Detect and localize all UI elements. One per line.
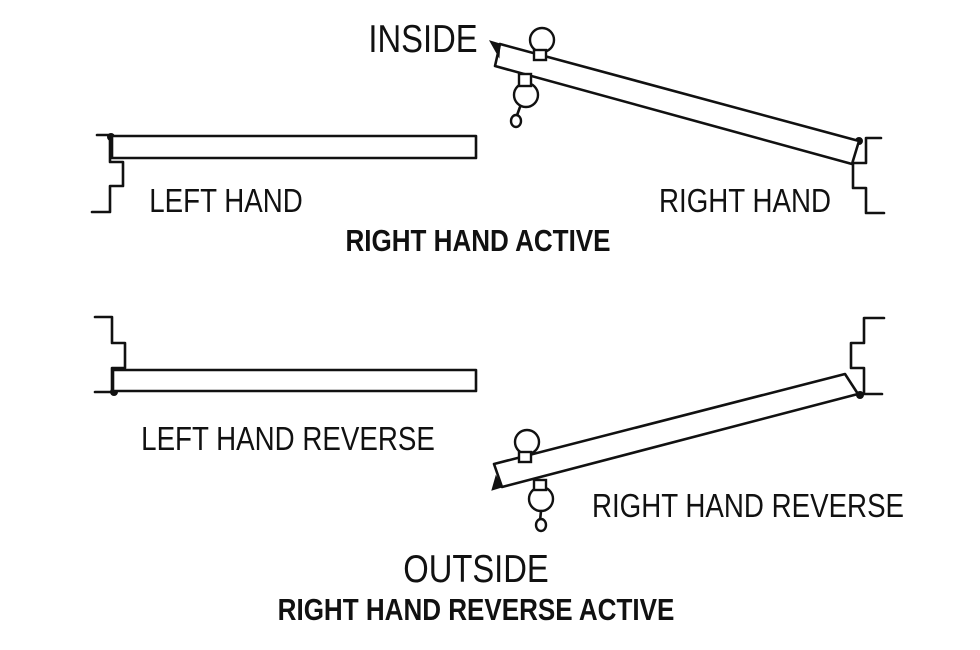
top-right-door-frame [851, 136, 886, 215]
top-caption: RIGHT HAND ACTIVE [345, 224, 610, 259]
top-left-door-leaf [110, 134, 478, 160]
right-hand-label: RIGHT HAND [659, 183, 831, 220]
right-hand-reverse-label: RIGHT HAND REVERSE [592, 488, 904, 525]
left-hand-reverse-label: LEFT HAND REVERSE [141, 421, 435, 458]
bottom-right-door-frame [849, 316, 886, 396]
inside-label: INSIDE [368, 16, 477, 60]
bottom-diagram: LEFT HAND REVERSE RIGHT HAND REVERSE OUT… [93, 315, 904, 628]
bottom-right-door-leaf [492, 372, 860, 489]
bottom-left-door-leaf [111, 368, 478, 393]
bottom-caption: RIGHT HAND REVERSE ACTIVE [278, 593, 675, 628]
top-right-door-leaf [493, 42, 861, 166]
top-door-lever-icon [509, 26, 556, 129]
left-hand-label: LEFT HAND [149, 183, 302, 220]
top-diagram: INSIDE LEFT HAND RIGHT HAND RIGHT HAND A… [90, 16, 886, 259]
bottom-door-lever-icon [513, 428, 555, 533]
top-right-door-lock-edge [488, 40, 501, 59]
outside-label: OUTSIDE [403, 546, 549, 590]
bottom-right-door-lock-edge [491, 474, 503, 491]
